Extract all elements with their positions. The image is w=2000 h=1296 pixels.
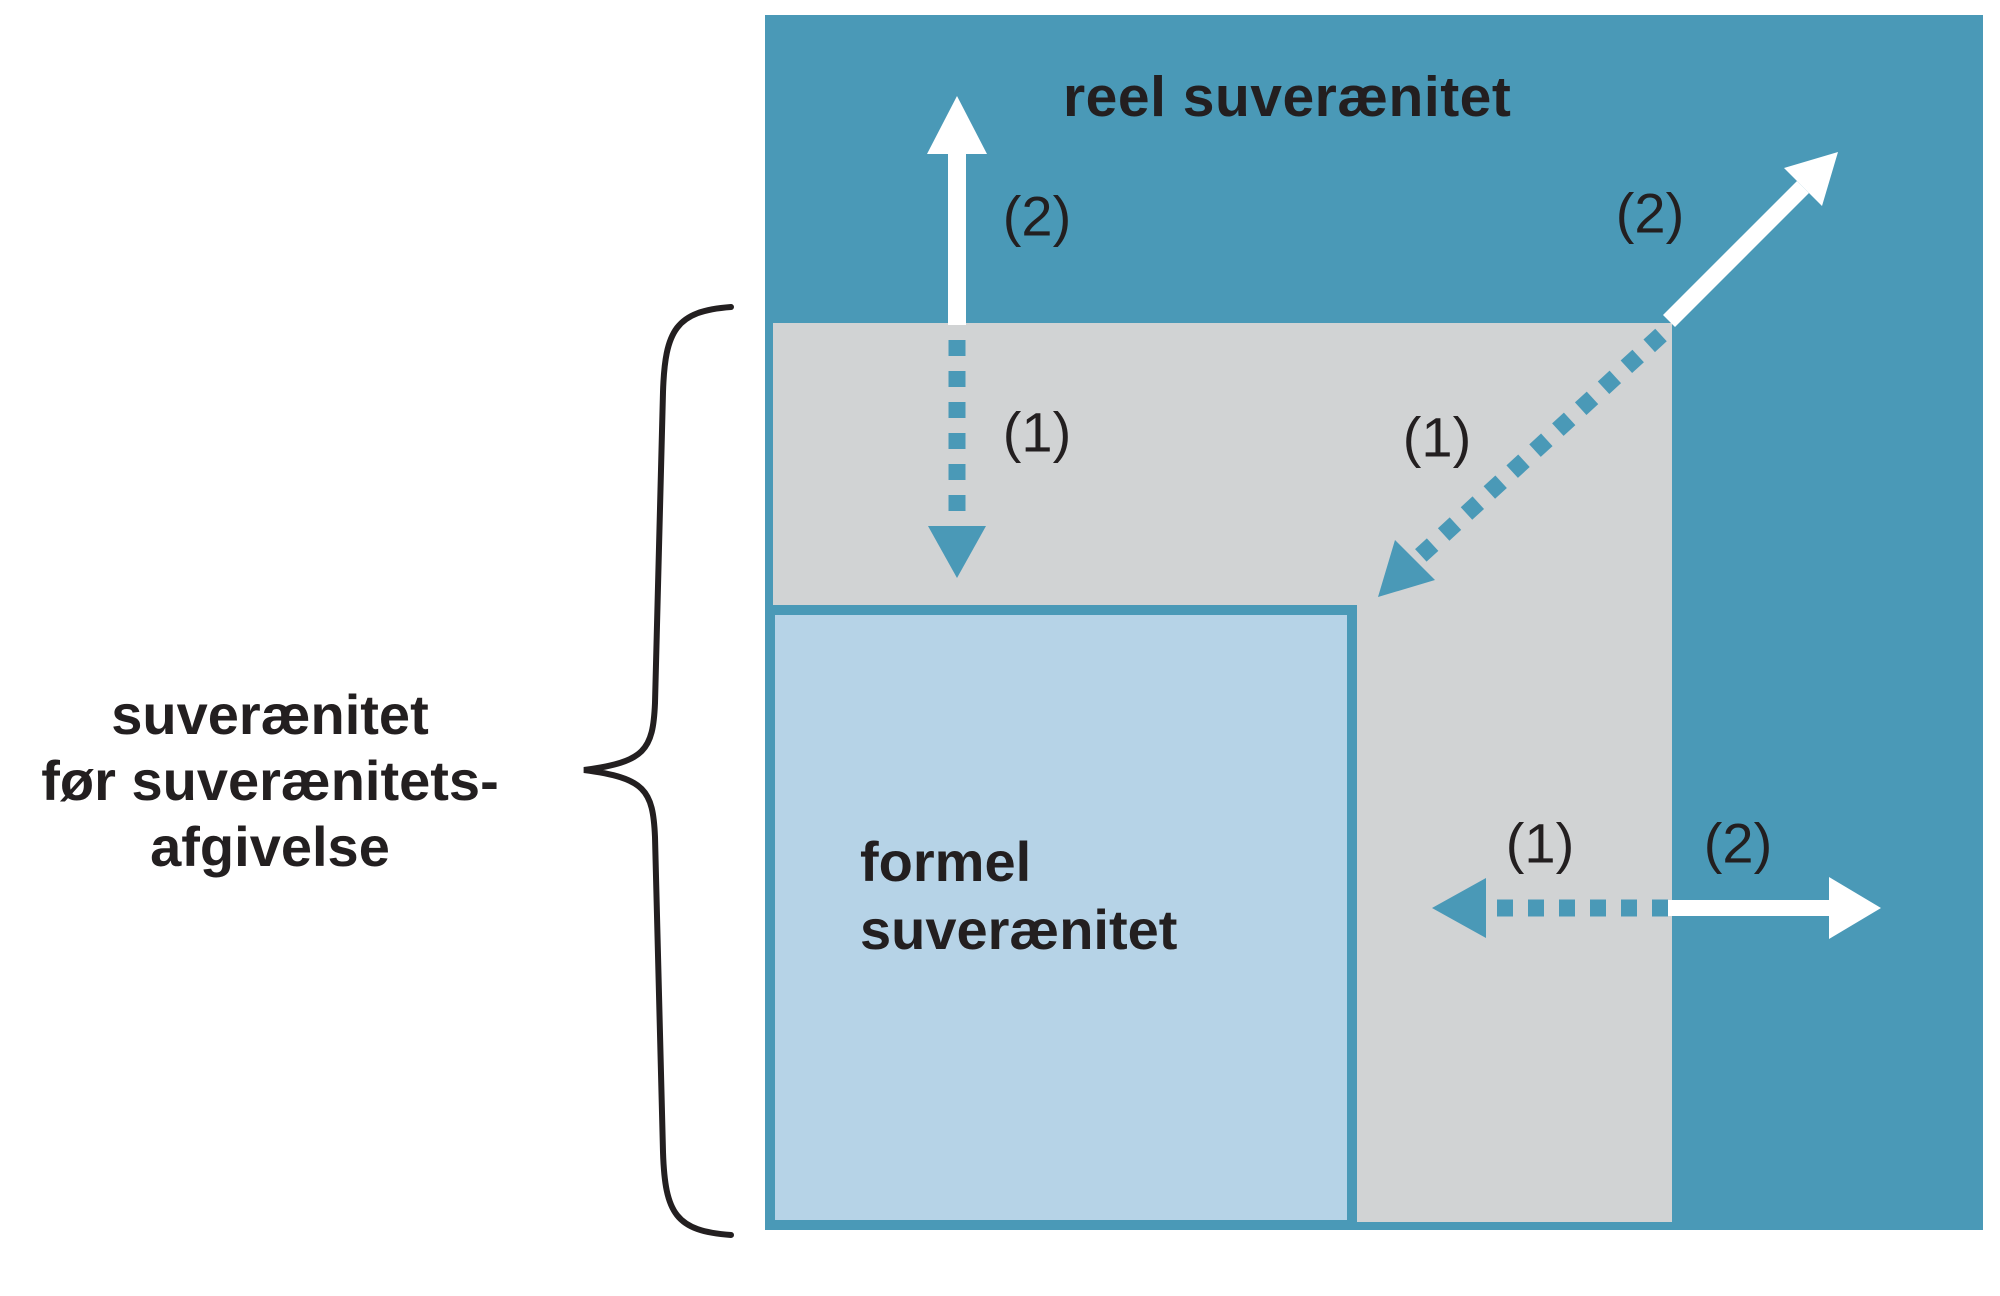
diagonal-arrow-step2-label: (2) (1615, 181, 1685, 245)
real-sovereignty-label: reel suverænitet (1063, 65, 1512, 129)
diagonal-arrow-step1-label: (1) (1402, 405, 1472, 469)
before-label-line1: suverænitet (111, 683, 429, 746)
horizontal-arrow-step2-label: (2) (1703, 811, 1773, 875)
before-label-line2: før suverænitets- (41, 749, 499, 812)
formal-sovereignty-label-line2: suverænitet (860, 898, 1178, 961)
formal-sovereignty-label: formel suverænitet (860, 828, 1177, 964)
curly-brace-path (583, 304, 734, 1238)
horizontal-arrow-step1-label: (1) (1505, 811, 1575, 875)
sovereignty-before-transfer-label: suverænitet før suverænitets- afgivelse (15, 682, 525, 880)
vertical-arrow-step1-label: (1) (1002, 400, 1072, 464)
formal-sovereignty-area (765, 605, 1357, 1230)
curly-brace (583, 304, 734, 1238)
vertical-arrow-step2-label: (2) (1002, 184, 1072, 248)
formal-sovereignty-label-line1: formel (860, 830, 1032, 893)
before-label-line3: afgivelse (150, 815, 390, 878)
